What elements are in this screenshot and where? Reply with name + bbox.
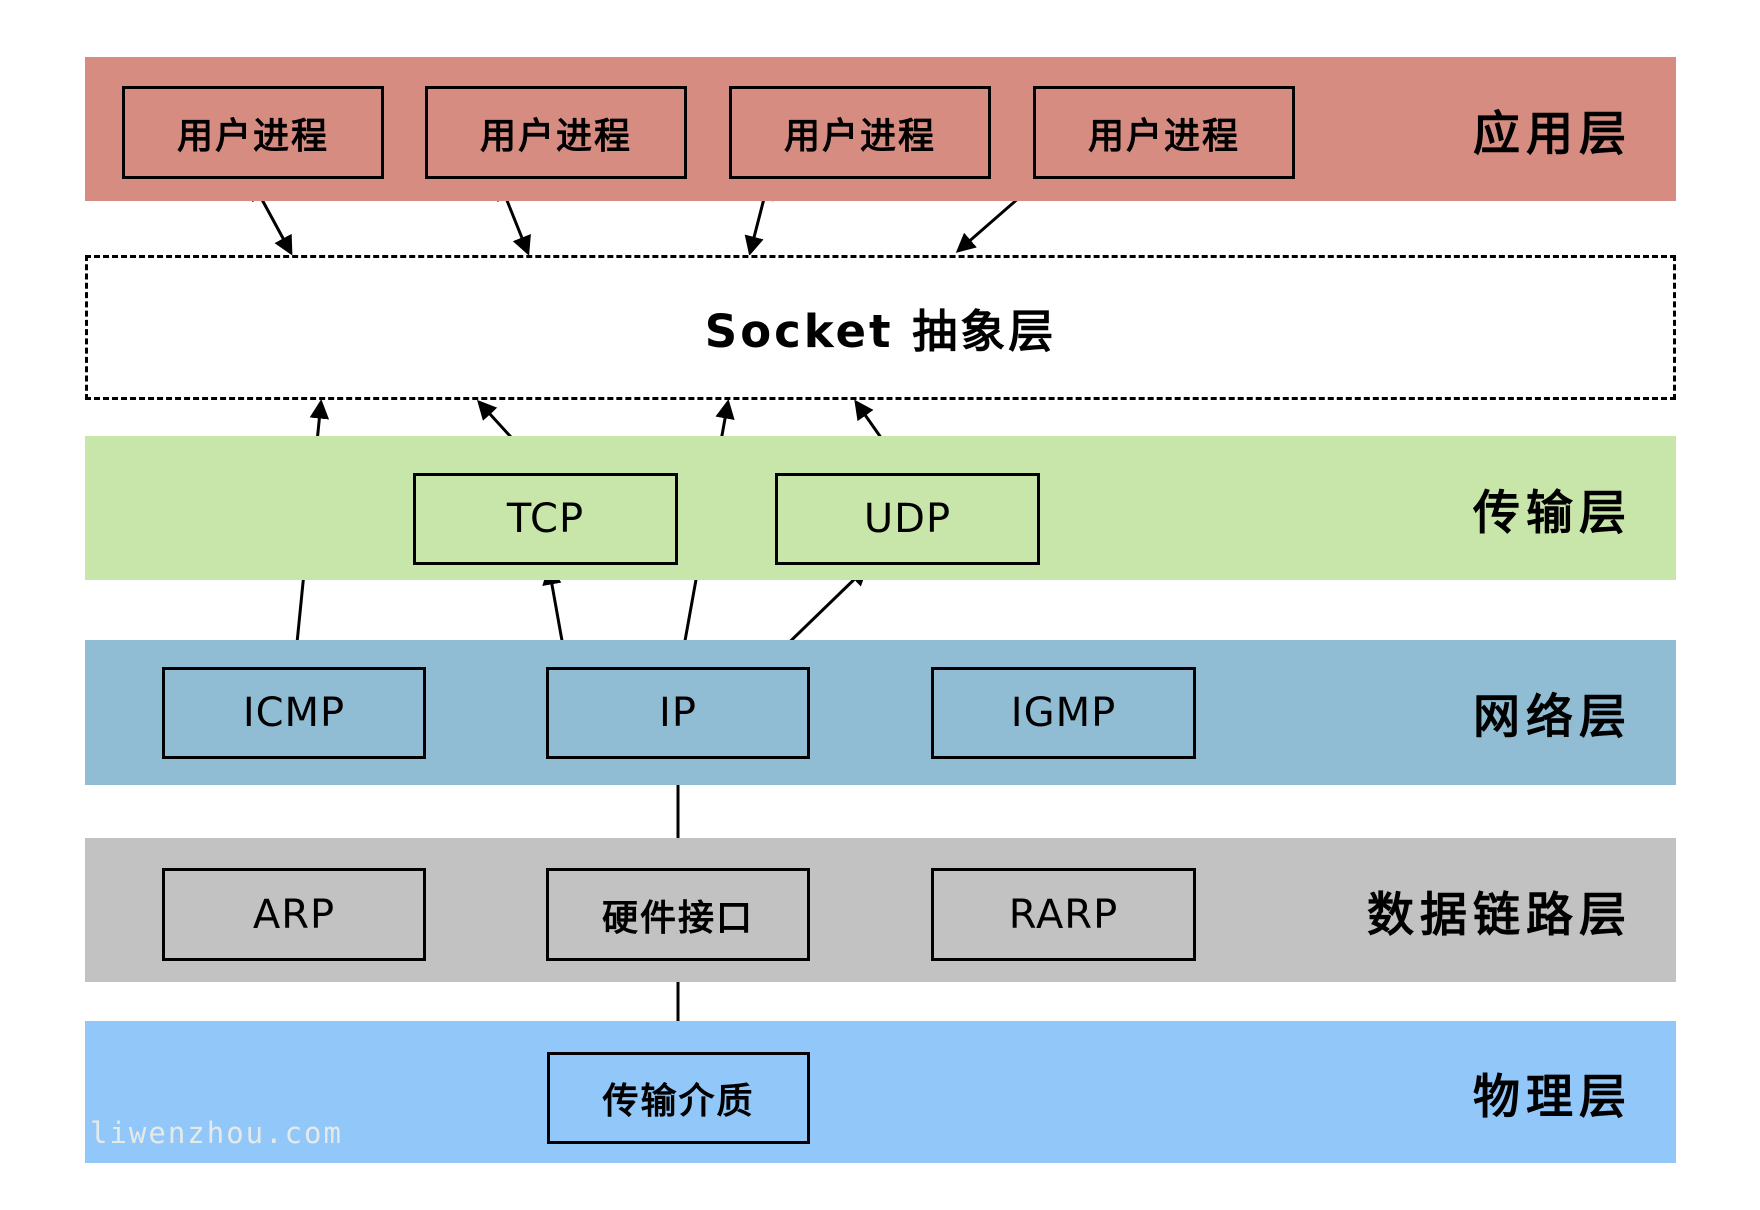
user-process-box-1: 用户进程 [122,86,384,179]
band-label-application: 应用层 [1473,106,1632,162]
socket-abstraction-label: Socket 抽象层 [704,305,1057,358]
band-transport-layer: TCP UDP 传输层 [85,436,1676,580]
igmp-box: IGMP [931,667,1196,759]
band-datalink-layer: ARP 硬件接口 RARP 数据链路层 [85,838,1676,982]
rarp-box: RARP [931,868,1196,961]
socket-abstraction-box: Socket 抽象层 [85,255,1676,400]
hardware-interface-box: 硬件接口 [546,868,810,961]
udp-box: UDP [775,473,1040,565]
watermark: liwenzhou.com [90,1116,343,1150]
band-label-datalink: 数据链路层 [1367,887,1632,943]
band-network-layer: ICMP IP IGMP 网络层 [85,640,1676,785]
ip-box: IP [546,667,810,759]
band-physical-layer: 传输介质 物理层 [85,1021,1676,1163]
band-label-network: 网络层 [1473,690,1632,745]
user-process-box-4: 用户进程 [1033,86,1295,179]
band-label-physical: 物理层 [1473,1069,1632,1125]
transmission-medium-box: 传输介质 [547,1052,810,1144]
band-application-layer: 用户进程 用户进程 用户进程 用户进程 应用层 [85,57,1676,201]
user-process-box-2: 用户进程 [425,86,687,179]
user-process-box-3: 用户进程 [729,86,991,179]
icmp-box: ICMP [162,667,426,759]
arp-box: ARP [162,868,426,961]
band-label-transport: 传输层 [1473,485,1632,541]
tcp-box: TCP [413,473,678,565]
